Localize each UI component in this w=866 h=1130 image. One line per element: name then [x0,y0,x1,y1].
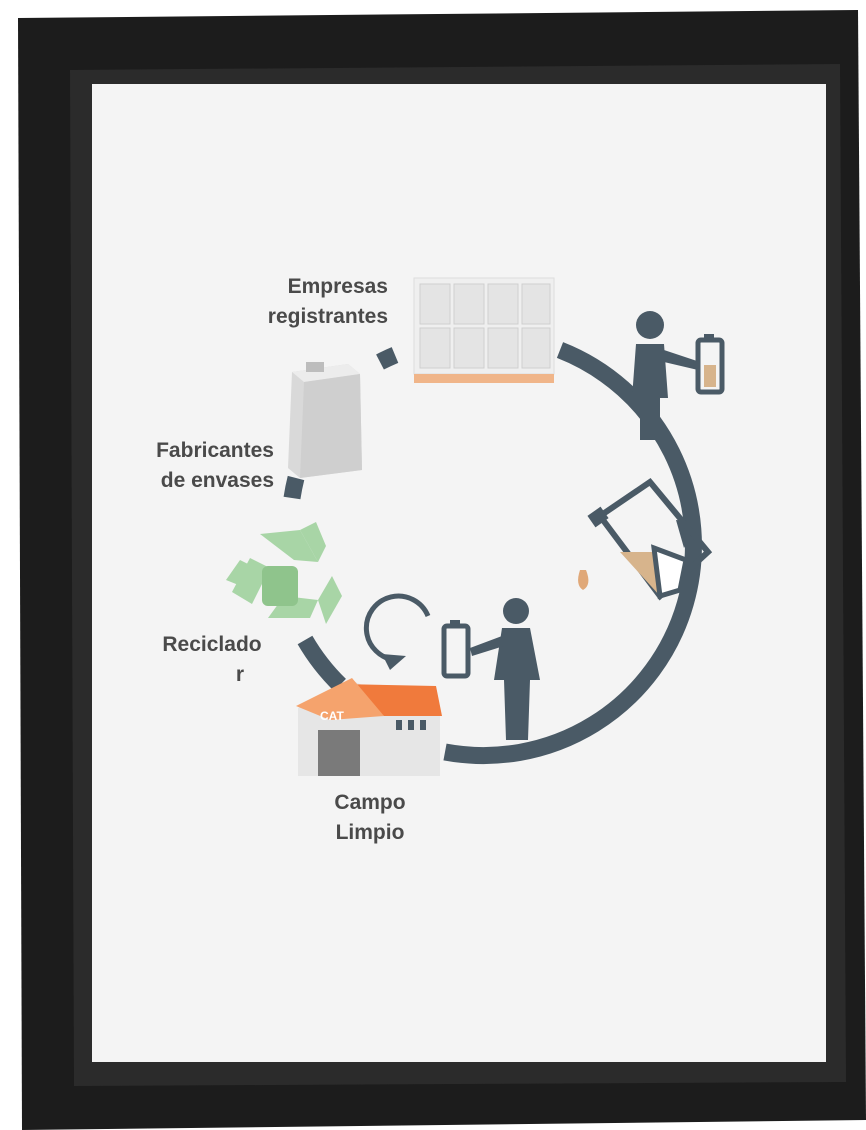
return-arrow-icon [363,593,431,670]
label-empresas-registrantes: Empresas registrantes [230,272,388,332]
label-reciclador: Reciclado r [150,630,274,690]
ring-arc-left-2 [297,635,347,692]
ring-arc-right [443,342,702,765]
pallet-icon [413,277,555,383]
label-campo-line1: Campo [334,791,406,814]
frame-mat [92,84,826,1062]
label-reciclador-line2: r [235,663,245,686]
ring-arc-top [376,347,399,370]
label-fabricantes-line1: Fabricantes [156,439,274,462]
label-reciclador-line1: Reciclado [162,633,262,656]
ring-arrowhead [676,520,700,548]
label-campo-line2: Limpio [335,821,405,844]
building-sign: CAT [320,709,344,723]
person-holding-jug-icon [632,311,725,440]
person-returning-jug-icon [441,598,540,740]
label-fabricantes-line2: de envases [160,469,274,492]
ring-arc-left-1 [283,475,305,500]
label-empresas-line2: registrantes [267,305,388,328]
warehouse-icon: CAT [296,678,442,776]
label-fabricantes-de-envases: Fabricantes de envases [116,436,274,496]
cycle-ring [283,342,702,765]
pouring-jug-icon [578,477,713,601]
label-campo-limpio: Campo Limpio [320,788,420,848]
recycle-icon [226,522,342,624]
label-empresas-line1: Empresas [287,275,388,298]
container-icon [288,362,362,478]
